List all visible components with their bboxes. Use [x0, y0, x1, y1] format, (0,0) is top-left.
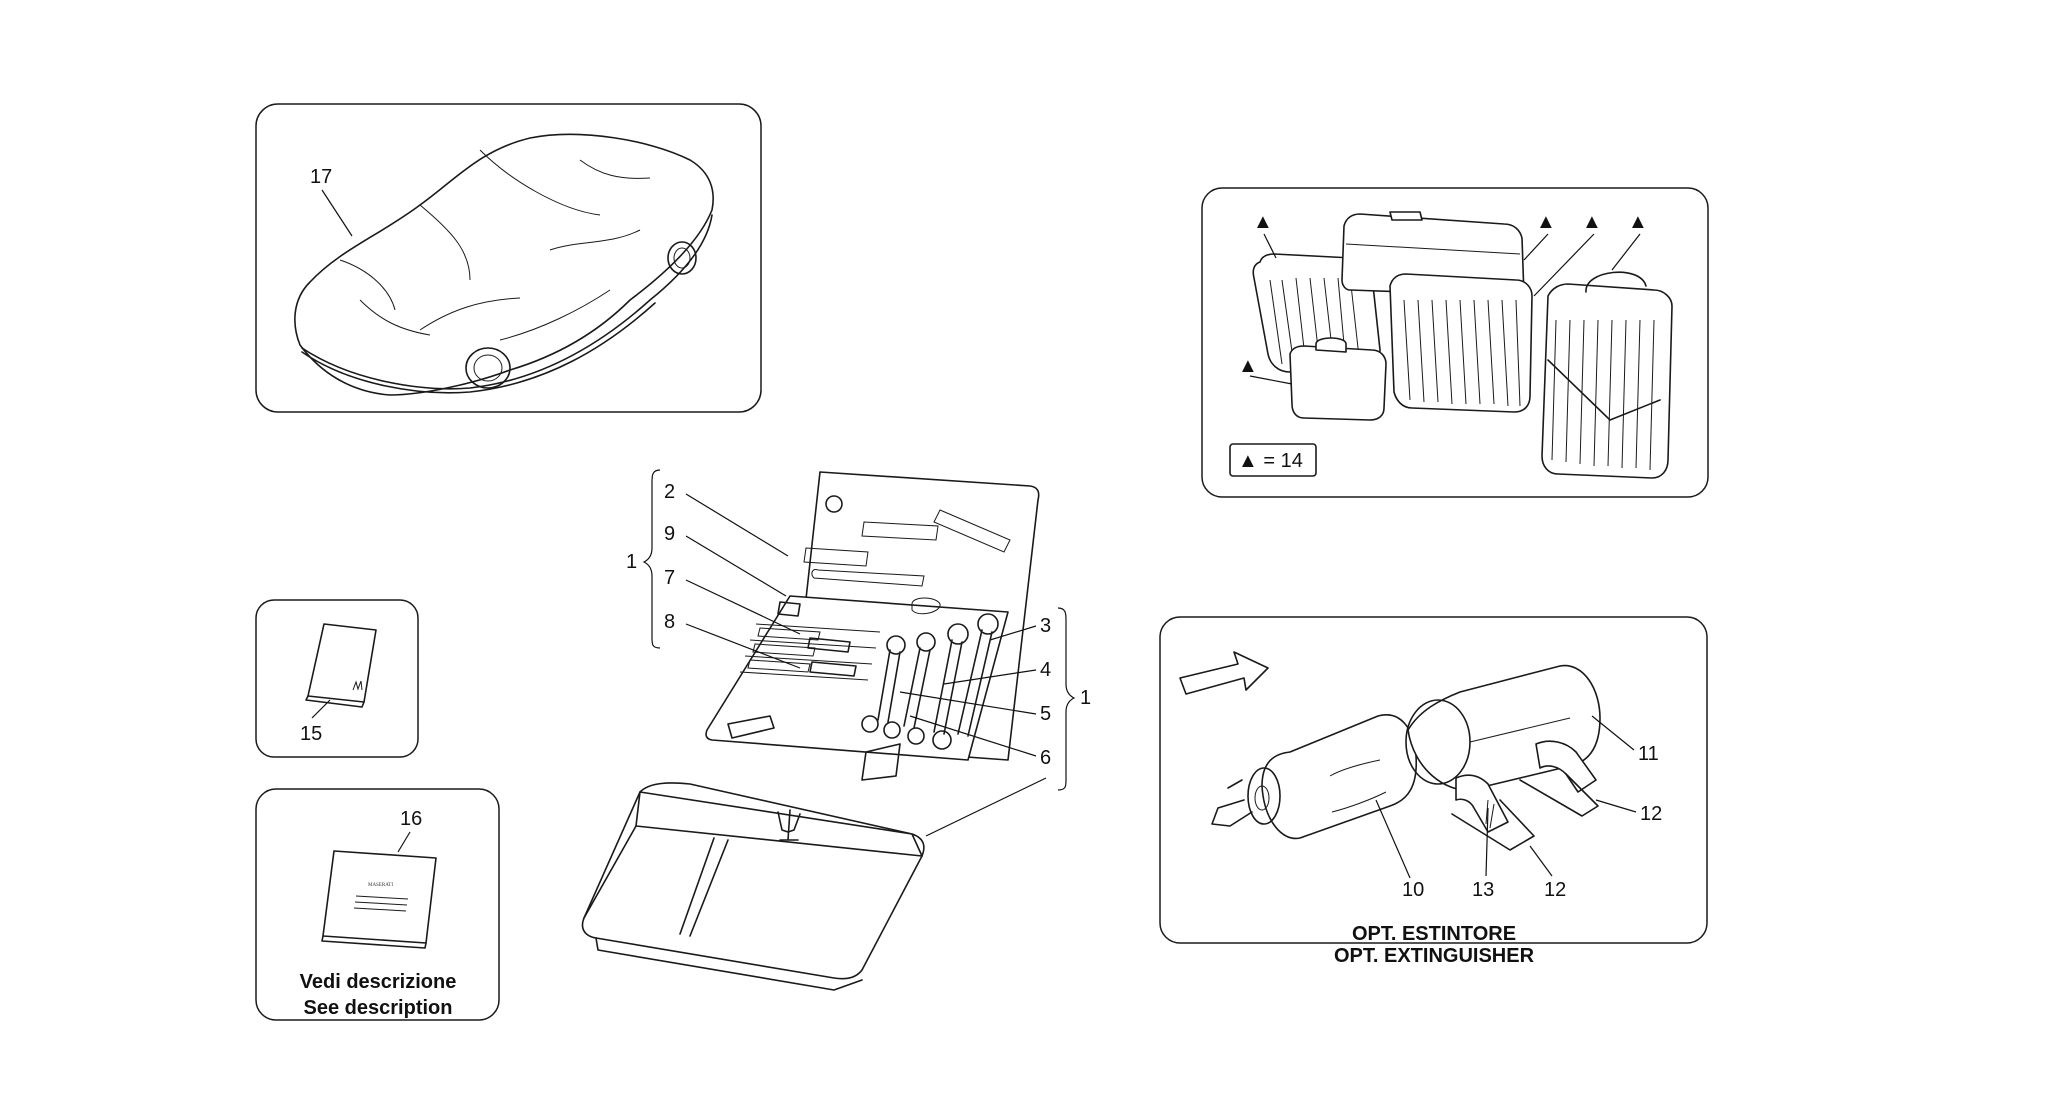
luggage-panel: ▲ ▲ ▲ ▲ ▲ ▲ = 14: [1201, 187, 1709, 498]
callout-1-left: 1: [626, 551, 637, 573]
luggage-marker-2: ▲: [1536, 211, 1556, 233]
callout-9: 9: [664, 523, 675, 545]
callout-16: 16: [400, 808, 422, 830]
luggage-marker-5: ▲: [1238, 355, 1258, 377]
car-cover-icon: [294, 133, 714, 396]
luggage-marker-4: ▲: [1628, 211, 1648, 233]
bracket-right: [1057, 607, 1076, 791]
callout-3: 3: [1040, 615, 1051, 637]
callout-13: 13: [1472, 879, 1494, 901]
extinguisher-caption-line1: OPT. ESTINTORE: [1352, 923, 1516, 945]
callout-1-right: 1: [1080, 687, 1091, 709]
toolkit-icon: [705, 471, 1040, 781]
extinguisher-caption-line2: OPT. EXTINGUISHER: [1334, 945, 1535, 967]
car-cover-panel: 17: [255, 103, 762, 413]
callout-17: 17: [310, 166, 332, 188]
manual-panel: MASERATI 16 Vedi descrizione See descrip…: [255, 788, 500, 1021]
extinguisher-panel: 11 12 10 13 12 OPT. ESTINTORE OPT. EXTIN…: [1159, 616, 1708, 967]
bracket-left: [642, 469, 661, 649]
booklet-icon: [305, 623, 377, 708]
callout-7: 7: [664, 567, 675, 589]
callout-8: 8: [664, 611, 675, 633]
callout-12-bottom: 12: [1544, 879, 1566, 901]
callout-5: 5: [1040, 703, 1051, 725]
luggage-legend-text: ▲ = 14: [1238, 450, 1303, 472]
callout-2: 2: [664, 481, 675, 503]
extinguisher-icon: [1211, 664, 1601, 851]
arrow-icon: [1179, 651, 1269, 695]
callout-4: 4: [1040, 659, 1051, 681]
luggage-set-icon: [1252, 211, 1673, 479]
trident-logo-icon: [777, 809, 801, 841]
callout-10: 10: [1402, 879, 1424, 901]
callout-12-right: 12: [1640, 803, 1662, 825]
manual-caption-line1: Vedi descrizione: [300, 971, 457, 993]
manual-cover-text: MASERATI: [368, 883, 393, 888]
manual-caption-line2: See description: [304, 997, 453, 1019]
callout-15: 15: [300, 723, 322, 745]
callout-6: 6: [1040, 747, 1051, 769]
manual-icon: MASERATI: [321, 850, 437, 949]
booklet-panel: 15: [255, 599, 419, 758]
callout-11: 11: [1638, 743, 1659, 765]
luggage-marker-1: ▲: [1253, 211, 1273, 233]
luggage-legend: ▲ = 14: [1229, 443, 1317, 477]
luggage-marker-3: ▲: [1582, 211, 1602, 233]
tool-bag-icon: [581, 782, 925, 991]
